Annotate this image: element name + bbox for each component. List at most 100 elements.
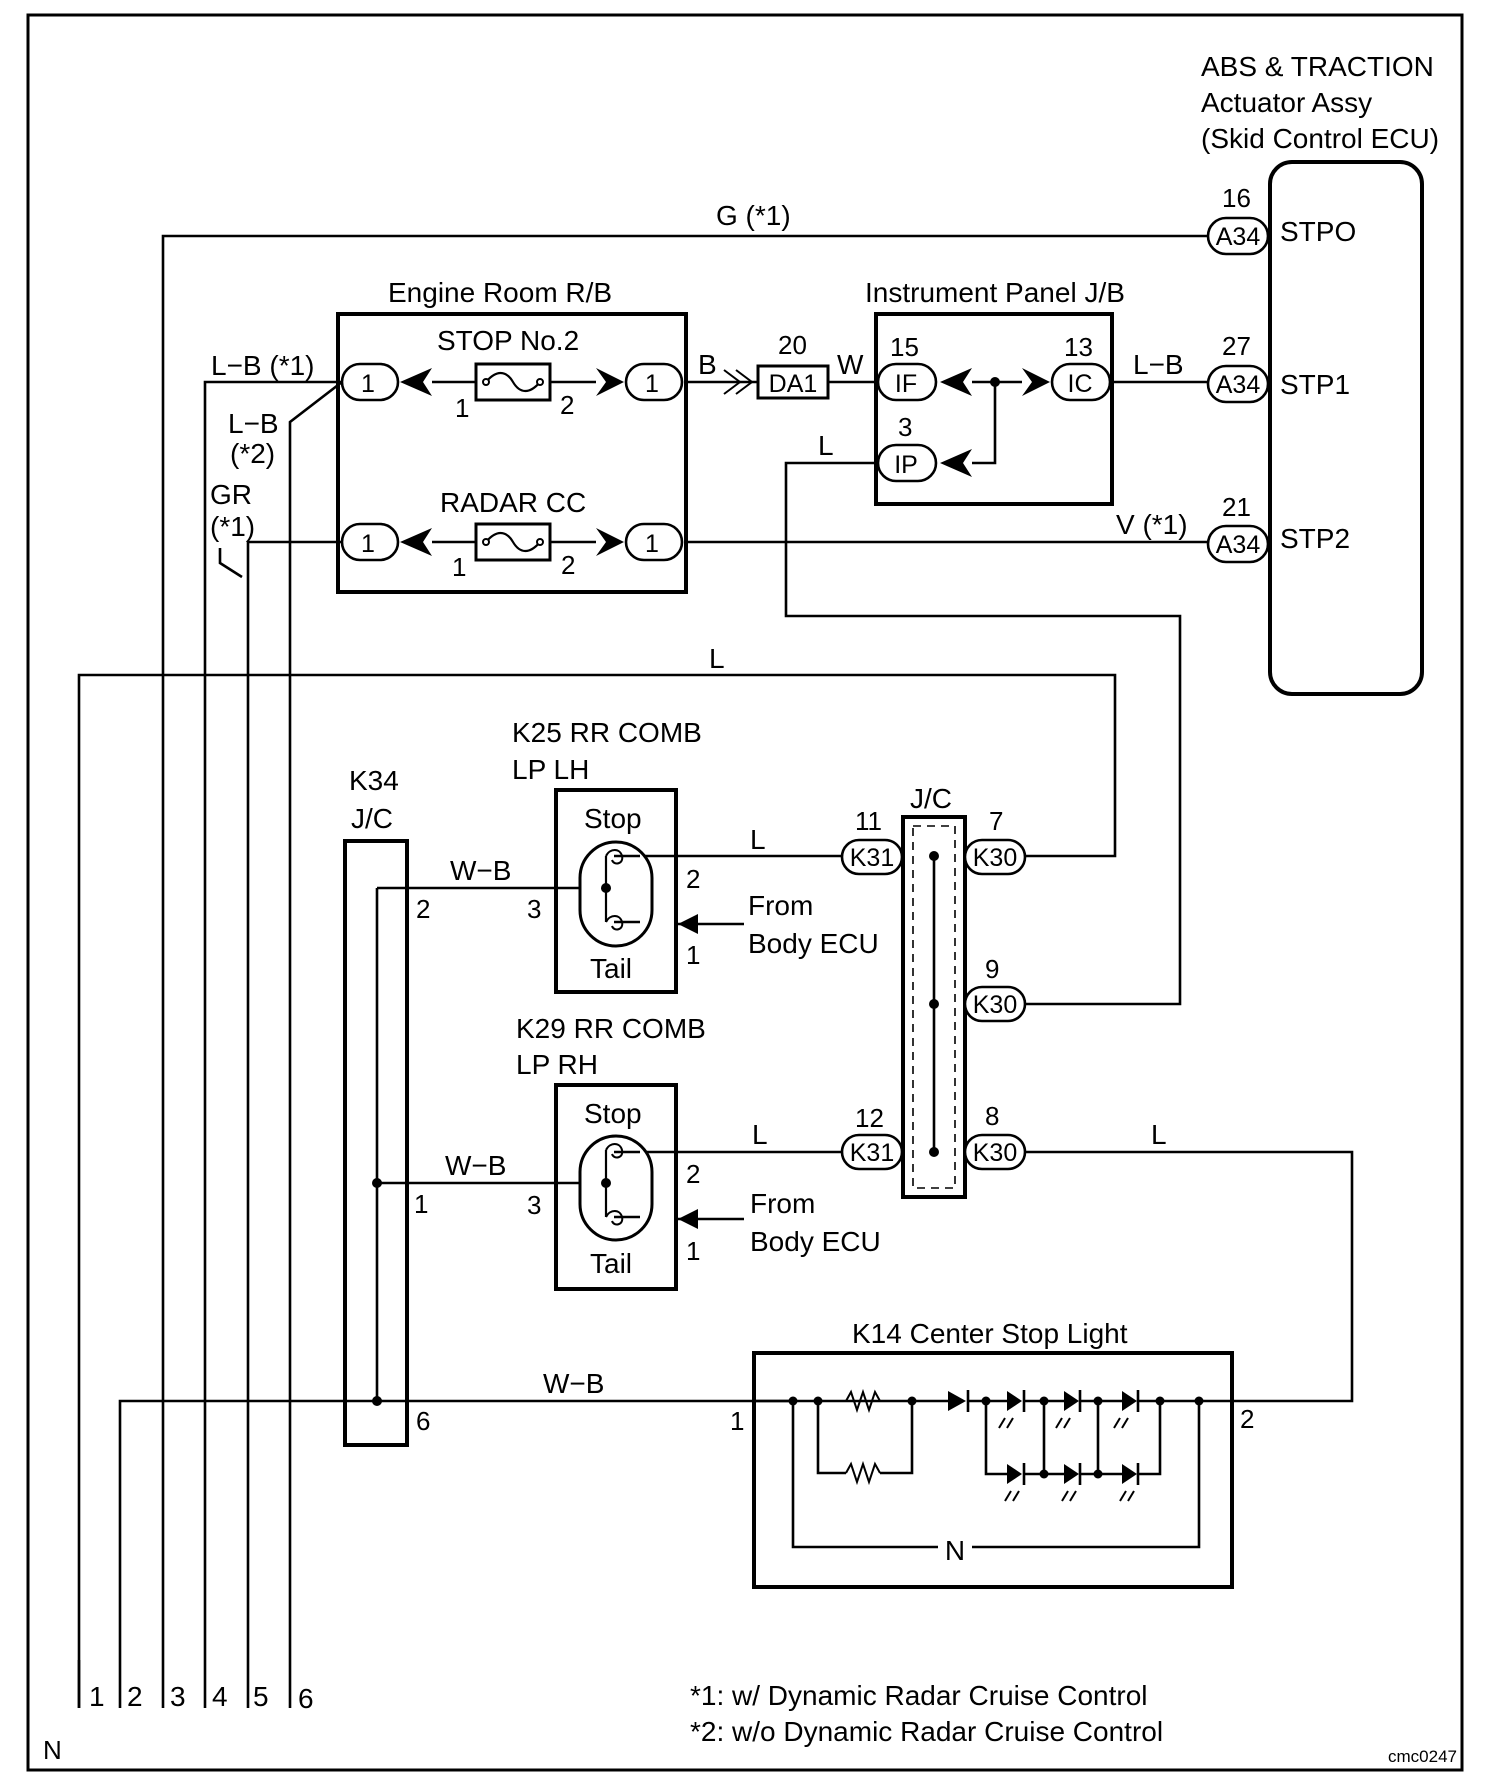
abs-pin-stp2: STP2: [1280, 523, 1350, 554]
pin-20: 20: [778, 330, 807, 360]
wire-wb-k14: [118, 1399, 795, 1708]
k25-title-2: LP LH: [512, 754, 589, 785]
wire-l-top: [77, 673, 1117, 1708]
note-2: *2: w/o Dynamic Radar Cruise Control: [690, 1716, 1163, 1747]
connector-pin: 1: [361, 530, 375, 558]
terminal-5: 5: [253, 1681, 269, 1712]
instrument-panel-jb: Instrument Panel J/B 15 IF 13 IC 3 IP: [865, 277, 1125, 506]
terminal-arrow: [400, 368, 432, 396]
wire-label-lb-2a: L−B: [228, 408, 279, 439]
ip-label: IP: [894, 451, 918, 479]
note-1: *1: w/ Dynamic Radar Cruise Control: [690, 1680, 1148, 1711]
wire-l-ip: [784, 461, 1182, 1006]
pin-8: 8: [985, 1101, 999, 1131]
connector-da1: 20 DA1: [756, 330, 830, 400]
wire-label-lb-2b: (*2): [230, 438, 275, 469]
terminal-3: 3: [170, 1681, 186, 1712]
k29-tail: Tail: [590, 1248, 632, 1279]
wire-label-wb-k25: W−B: [450, 855, 511, 886]
led-icon: [1064, 1391, 1079, 1411]
pin-15: 15: [890, 332, 919, 362]
pin-3: 3: [527, 894, 541, 924]
pin-2: 2: [416, 894, 430, 924]
da1-label: DA1: [769, 370, 818, 398]
k29-title-1: K29 RR COMB: [516, 1013, 706, 1044]
terminal-arrow: [400, 528, 432, 556]
resistor-icon: [845, 1460, 881, 1486]
wires: [77, 234, 1354, 1708]
k14-center-stop-light: K14 Center Stop Light 1 2: [730, 1318, 1254, 1589]
pin-2: 2: [686, 1159, 700, 1189]
ic-label: IC: [1068, 370, 1093, 398]
led-icon: [1064, 1464, 1079, 1484]
wire-label-l-k25: L: [750, 824, 766, 855]
led-icon: [1122, 1391, 1137, 1411]
wire-label-g: G (*1): [716, 200, 791, 231]
k30-connector: [963, 838, 1027, 876]
wire-label-wb-k29: W−B: [445, 1150, 506, 1181]
a34-label: A34: [1216, 531, 1261, 559]
k14-box: [752, 1351, 1234, 1589]
connector-a34-stp2: 21 A34: [1206, 492, 1270, 564]
radar-in-connector: [340, 522, 400, 562]
pin-2: 2: [1240, 1404, 1254, 1434]
wire-lb-1: [203, 380, 342, 1708]
engine-room-rb: Engine Room R/B STOP No.2 1 1 1 2 RADAR …: [336, 277, 688, 594]
corner-label-right: cmc0247: [1388, 1747, 1457, 1766]
k31-label: K31: [850, 1139, 894, 1167]
wire-label-w: W: [837, 349, 864, 380]
wire-label-l-ip: L: [818, 430, 834, 461]
a34-label: A34: [1216, 371, 1261, 399]
engine-room-box: [336, 312, 688, 594]
wire-lb-2: [288, 380, 343, 1708]
instrument-panel-title: Instrument Panel J/B: [865, 277, 1125, 308]
wire-label-v: V (*1): [1116, 509, 1188, 540]
stop-out-connector: [624, 362, 684, 402]
corner-label-left: N: [43, 1735, 62, 1765]
jc-junction: J/C 11 K31 7 K30 9 K30 12 K31 8 K30: [840, 783, 1027, 1199]
terminal-arrow: [940, 449, 972, 477]
k14-title: K14 Center Stop Light: [852, 1318, 1128, 1349]
resistor-icon: [818, 1388, 912, 1414]
pin-13: 13: [1064, 332, 1093, 362]
k30-connector: [963, 1133, 1027, 1171]
k31-connector: [840, 1133, 904, 1171]
pin-2: 2: [686, 864, 700, 894]
pin-1: 1: [452, 552, 466, 582]
engine-room-title: Engine Room R/B: [388, 277, 612, 308]
pin-3: 3: [898, 412, 912, 442]
abs-ecu: ABS & TRACTION Actuator Assy (Skid Contr…: [1201, 51, 1439, 696]
light-rays: [998, 1417, 1135, 1502]
wire-gr: [246, 540, 342, 1708]
k25-box: [554, 788, 678, 994]
pin-3: 3: [527, 1190, 541, 1220]
pin-7: 7: [989, 806, 1003, 836]
instrument-panel-box: [874, 312, 1114, 506]
pin-11: 11: [855, 806, 882, 836]
pin-21: 21: [1222, 492, 1251, 522]
abs-title-1: ABS & TRACTION: [1201, 51, 1434, 82]
connector-a34-stp1: 27 A34: [1206, 331, 1270, 404]
abs-title-3: (Skid Control ECU): [1201, 123, 1439, 154]
pin-1: 1: [686, 940, 700, 970]
wire-label-wb-k14: W−B: [543, 1368, 604, 1399]
k34-box: [343, 839, 409, 1447]
wire-label-l-k14: L: [1151, 1119, 1167, 1150]
k29-title-2: LP RH: [516, 1049, 598, 1080]
if-connector: [876, 362, 938, 402]
wire-label-l-top: L: [709, 643, 725, 674]
abs-pin-stp1: STP1: [1280, 369, 1350, 400]
k34-jc: K34 J/C 2 1 6: [343, 765, 430, 1447]
pin-1: 1: [414, 1189, 428, 1219]
k14-n-symbol: N: [945, 1535, 965, 1566]
connector-pin: 1: [361, 370, 375, 398]
terminal-arrow: [1022, 368, 1050, 396]
k34-label: K34: [349, 765, 399, 796]
terminal-1: 1: [89, 1681, 105, 1712]
k25-title-1: K25 RR COMB: [512, 717, 702, 748]
k29-from-2: Body ECU: [750, 1226, 881, 1257]
terminal-6: 6: [298, 1683, 314, 1714]
terminal-arrow: [596, 368, 624, 396]
led-icon: [1007, 1464, 1022, 1484]
